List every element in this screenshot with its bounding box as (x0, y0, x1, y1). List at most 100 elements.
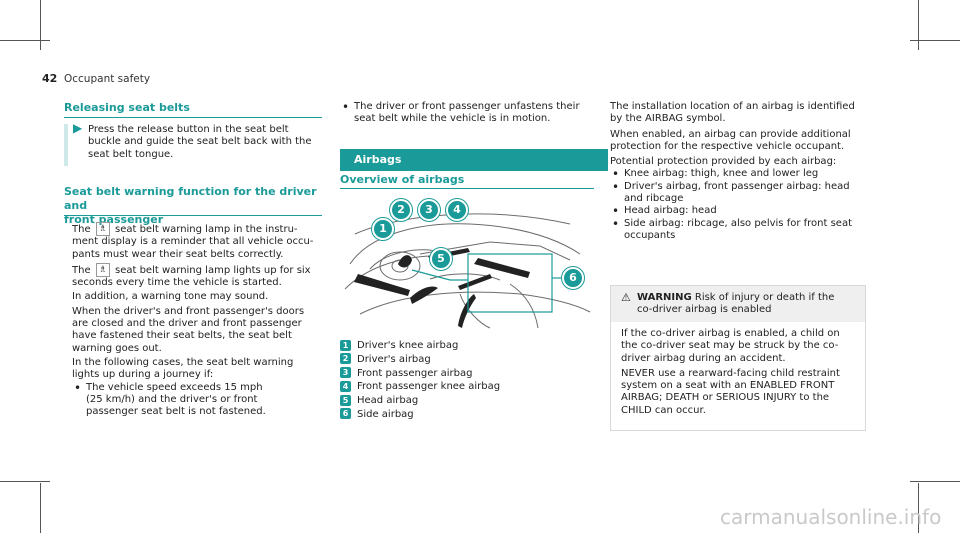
col2-bullet: The driver or front passenger unfastens … (340, 101, 590, 126)
warning-head-b: co-driver airbag is enabled (637, 304, 772, 315)
airbag-illustration: 1 2 3 4 5 6 (340, 194, 594, 330)
seat-belt-icon: ♗ (95, 222, 110, 236)
seat-belt-icon: ♗ (95, 262, 110, 277)
legend-number: 1 (340, 339, 351, 351)
crop-mark (40, 483, 41, 533)
list-item: Head airbag: head (610, 205, 872, 217)
p1-c: ment display is a reminder that all vehi… (72, 236, 314, 248)
warning-head-a: Risk of injury or death if the (694, 292, 835, 303)
crop-mark (910, 40, 960, 41)
bullet1-c: passenger seat belt is not fastened. (86, 406, 266, 418)
airbag-legend: 1 Driver's knee airbag 2 Driver's airbag 3… (340, 339, 594, 422)
list-item: The vehicle speed exceeds 15 mph (25 km/… (72, 382, 326, 419)
callout-5: 5 (430, 248, 452, 270)
p4-d: warning goes out. (72, 342, 162, 354)
warning-triangle-icon: ⚠ (621, 291, 631, 304)
body1-c: driver airbag during an accident. (621, 352, 786, 364)
callout-6: 6 (562, 267, 584, 289)
callout-4: 4 (446, 199, 468, 221)
list-item: Driver's airbag, front passenger airbag:… (610, 181, 872, 206)
col3-body: The installation location of an airbag i… (610, 101, 872, 242)
p5-a: In the following cases, the seat belt wa… (72, 356, 294, 368)
callout-1: 1 (372, 218, 394, 240)
legend-number: 5 (340, 394, 351, 406)
p2-a: The (72, 264, 91, 276)
bullet1-b: (25 km/h) and the driver's or front (86, 393, 258, 405)
warning-fn-heading-line1: Seat belt warning function for the drive… (64, 185, 317, 212)
callout-3: 3 (418, 199, 440, 221)
p1-a: The (72, 224, 91, 235)
airbags-section-bar: Airbags (340, 149, 608, 171)
heading-rule (64, 117, 322, 118)
bullet-b: seat belt while the vehicle is in motion… (354, 113, 551, 125)
legend-item: 1 Driver's knee airbag (340, 339, 594, 353)
warning-header: ⚠ WARNING Risk of injury or death if the… (611, 286, 865, 322)
crop-mark (0, 481, 50, 482)
body1-a: If the co-driver airbag is enabled, a ch… (621, 328, 840, 339)
p2-b: seat belt warning lamp lights up for six (114, 264, 311, 276)
warning-fn-heading-line2: front passenger (64, 213, 164, 226)
legend-number: 6 (340, 408, 351, 420)
bullet-line: occupants (624, 229, 676, 241)
p4-b: are closed and the driver and front pass… (72, 318, 302, 330)
warning-fn-body: The ♗ seat belt warning lamp in the inst… (72, 222, 326, 418)
list-item: The driver or front passenger unfastens … (340, 101, 590, 126)
heading-rule (64, 215, 322, 216)
overview-heading: Overview of airbags (340, 173, 465, 186)
legend-item: 3 Front passenger airbag (340, 367, 594, 381)
step-arrow-icon: ▶ (73, 121, 83, 135)
crop-mark (918, 0, 919, 50)
releasing-heading: Releasing seat belts (64, 101, 190, 114)
legend-label: Head airbag (357, 395, 419, 407)
legend-label: Front passenger airbag (357, 367, 473, 379)
page-number: 42 (42, 72, 58, 85)
legend-number: 3 (340, 367, 351, 379)
body2-a: NEVER use a rearward-facing child restra… (621, 367, 840, 379)
legend-number: 2 (340, 353, 351, 365)
crop-mark (910, 481, 960, 482)
p1-b: seat belt warning lamp in the instru- (114, 224, 298, 235)
crop-mark (0, 40, 50, 41)
body2-d: CHILD can occur. (621, 404, 706, 416)
p2-b: protection for the respective vehicle oc… (610, 140, 845, 152)
p4-a: When the driver's and front passenger's … (72, 305, 305, 317)
bullet1-a: The vehicle speed exceeds 15 mph (86, 381, 263, 393)
callout-2: 2 (390, 199, 412, 221)
body2-b: system on a seat with an ENABLED FRONT (621, 380, 835, 392)
legend-label: Driver's knee airbag (357, 340, 459, 351)
warning-fn-heading: Seat belt warning function for the drive… (64, 185, 326, 227)
body2-c: AIRBAG; DEATH or SERIOUS INJURY to the (621, 392, 830, 404)
bullet-line: Side airbag: ribcage, also pelvis for fr… (624, 217, 852, 229)
warning-title: WARNING (637, 292, 692, 303)
bullet-line: and ribcage (624, 193, 684, 205)
body1-b: the co-driver seat may be struck by the … (621, 340, 839, 352)
list-item: Knee airbag: thigh, knee and lower leg (610, 168, 872, 180)
p1-d: pants must wear their seat belts correct… (72, 248, 284, 260)
p3: In addition, a warning tone may sound. (72, 291, 269, 303)
legend-label: Driver's airbag (357, 353, 431, 365)
crop-mark (40, 0, 41, 50)
bullet-line: Knee airbag: thigh, knee and lower leg (624, 168, 819, 180)
p2-a: When enabled, an airbag can provide addi… (610, 128, 851, 140)
warning-box: ⚠ WARNING Risk of injury or death if the… (610, 285, 866, 431)
section-title: Occupant safety (64, 73, 151, 85)
legend-label: Front passenger knee airbag (357, 381, 501, 393)
release-step-text: Press the release button in the seat bel… (88, 124, 312, 160)
legend-item: 6 Side airbag (340, 408, 594, 422)
legend-label: Side airbag (357, 408, 414, 420)
p5-b: lights up during a journey if: (72, 369, 214, 381)
p2-c: seconds every time the vehicle is starte… (72, 277, 282, 289)
bullet-line: Head airbag: head (624, 205, 717, 217)
bullet-a: The driver or front passenger unfastens … (354, 101, 580, 112)
legend-number: 4 (340, 380, 351, 392)
legend-item: 4 Front passenger knee airbag (340, 380, 594, 394)
warning-body: If the co-driver airbag is enabled, a ch… (611, 322, 865, 425)
p3: Potential protection provided by each ai… (610, 156, 837, 168)
list-item: Side airbag: ribcage, also pelvis for fr… (610, 218, 872, 243)
watermark: carmanualsonline.info (720, 505, 942, 529)
legend-item: 2 Driver's airbag (340, 353, 594, 367)
step-marker-bar (64, 124, 68, 166)
p1-b: by the AIRBAG symbol. (610, 113, 726, 125)
crop-mark (918, 483, 919, 533)
bullet-line: Driver's airbag, front passenger airbag:… (624, 180, 850, 192)
